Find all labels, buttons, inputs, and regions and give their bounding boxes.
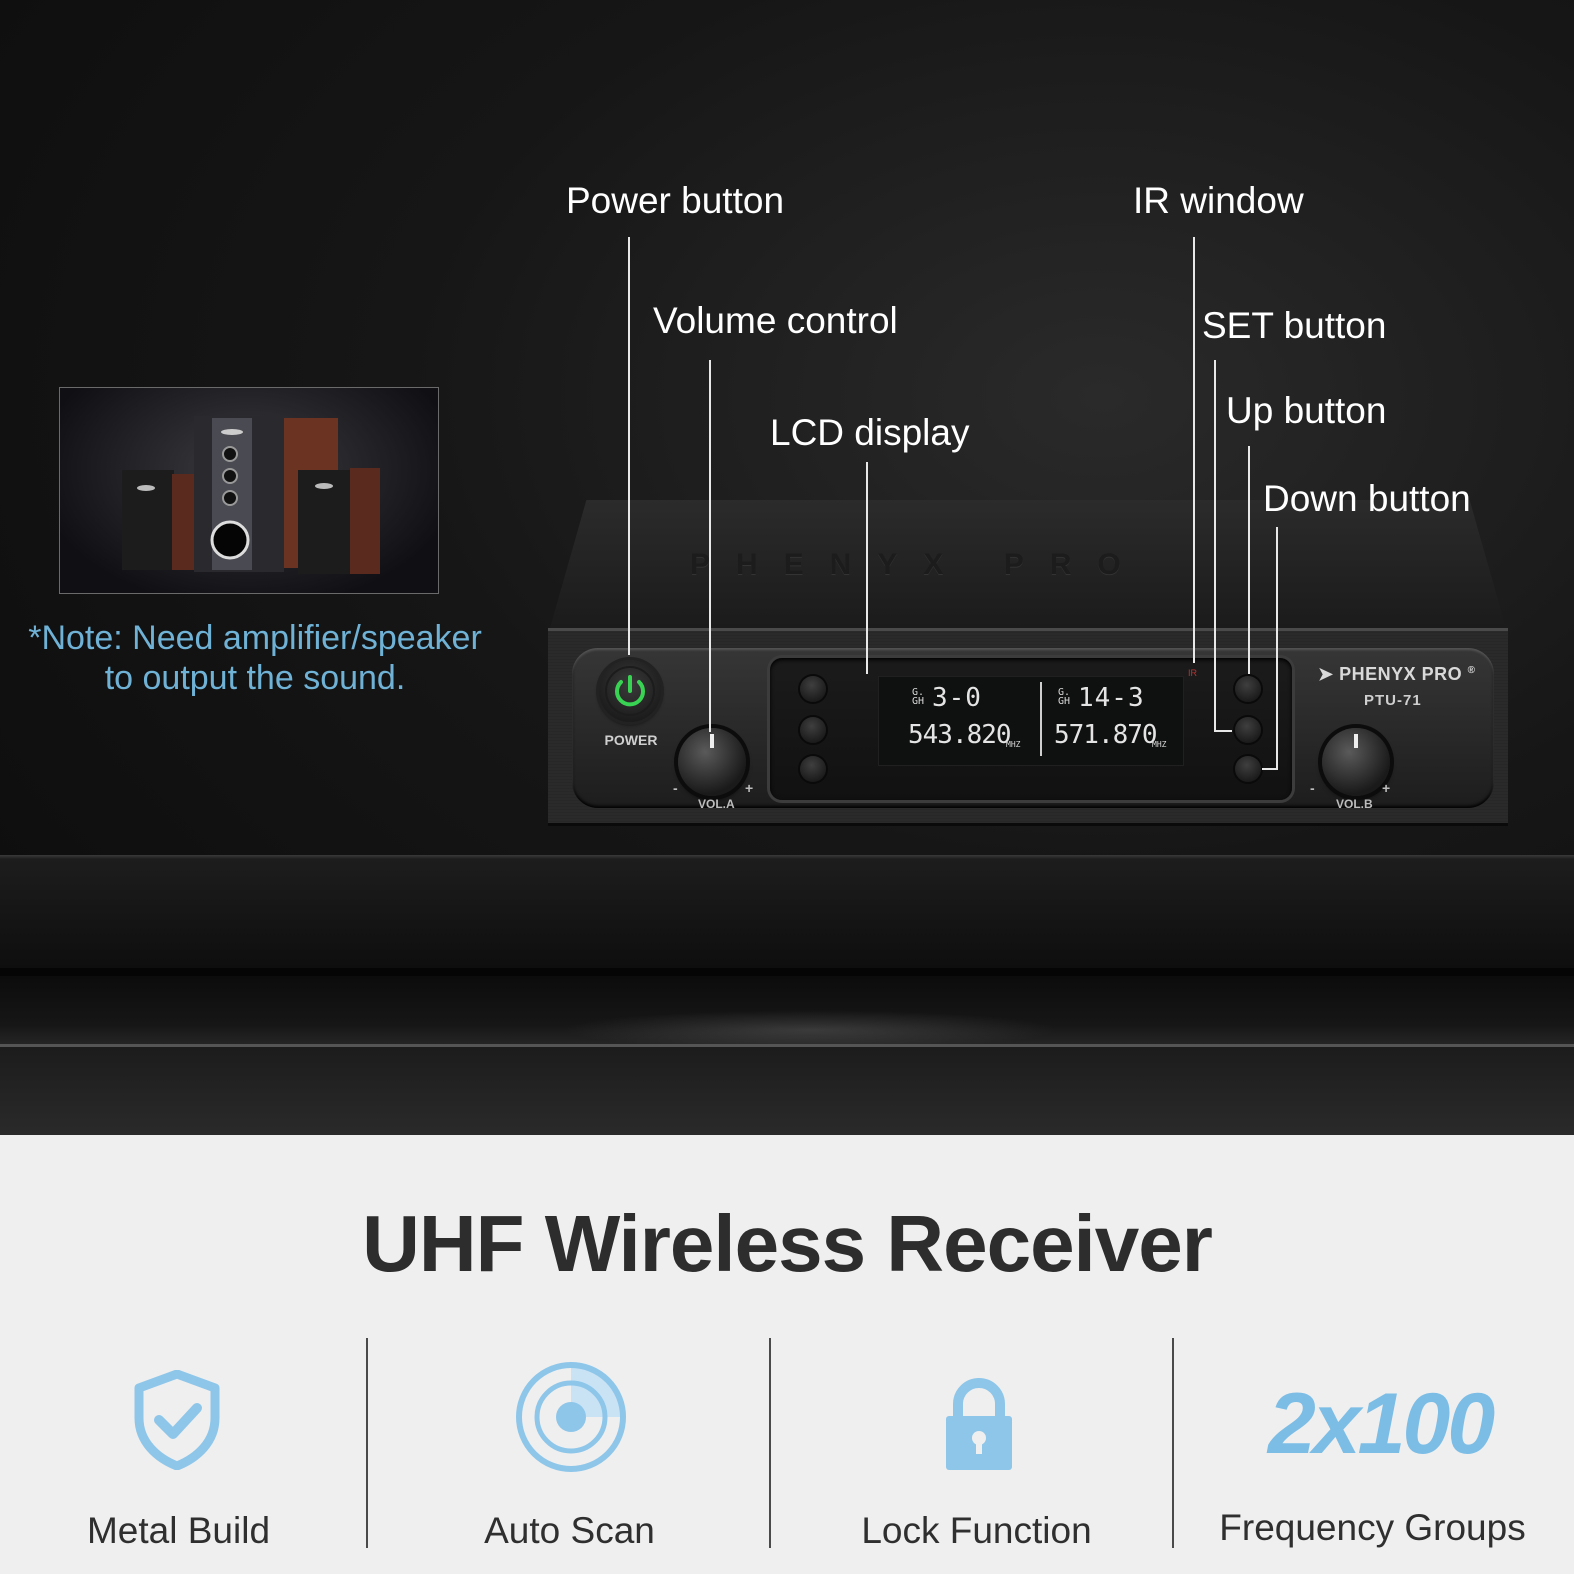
brand-arrow-icon: ➤ xyxy=(1318,664,1334,684)
feature-divider xyxy=(366,1338,368,1548)
up-leader-line xyxy=(1248,446,1250,674)
lcd-a-channel: 3-0 xyxy=(932,683,982,713)
lcd-separator xyxy=(1040,682,1042,756)
volume-leader-line xyxy=(709,360,711,732)
volume-a-knob[interactable] xyxy=(678,728,746,796)
shelf-line xyxy=(0,1044,1574,1047)
volume-a-plus: + xyxy=(745,780,754,796)
registered-mark: ® xyxy=(1467,665,1476,676)
callout-lcd-display: LCD display xyxy=(770,412,970,453)
set-leader-tick xyxy=(1214,730,1232,732)
callout-ir-window: IR window xyxy=(1133,180,1304,221)
ir-window-label: IR xyxy=(1188,668,1197,678)
lower-shelf xyxy=(0,976,1574,1046)
power-leader-line xyxy=(628,237,630,655)
up-button[interactable] xyxy=(1235,717,1261,743)
feature-label-metal-build: Metal Build xyxy=(86,1510,271,1551)
floor xyxy=(0,1047,1574,1135)
speaker-set-illustration xyxy=(122,416,380,574)
callout-power-button: Power button xyxy=(566,180,785,221)
speaker-inset-image xyxy=(59,387,439,594)
callout-set-button: SET button xyxy=(1202,305,1387,346)
volume-b-knob[interactable] xyxy=(1322,728,1390,796)
lcd-b-unit: MHZ xyxy=(1152,740,1167,749)
product-photo: PHENYX PRO POWER - + VOL.A - + VOL.B G.G… xyxy=(0,0,1574,1135)
receiver-top-emboss: PHENYX PRO xyxy=(690,548,1147,581)
lcd-b-channel: 14-3 xyxy=(1078,683,1145,713)
volume-a-minus: - xyxy=(673,780,678,796)
power-button[interactable] xyxy=(599,660,661,722)
volume-b-label: VOL.B xyxy=(1336,797,1373,811)
radar-scan-icon xyxy=(516,1362,626,1472)
speaker-note: *Note: Need amplifier/speaker to output … xyxy=(20,618,490,698)
feature-label-auto-scan: Auto Scan xyxy=(484,1510,655,1551)
frequency-groups-stat: 2x100 xyxy=(1268,1376,1495,1472)
left-button-2[interactable] xyxy=(800,717,826,743)
power-icon xyxy=(605,666,655,716)
volume-a-label: VOL.A xyxy=(698,797,735,811)
lcd-b-frequency: 571.870 xyxy=(1054,720,1158,750)
brand-logo: ➤ PHENYX PRO ® xyxy=(1318,664,1476,685)
volume-b-plus: + xyxy=(1382,780,1391,796)
shelf-reflection xyxy=(560,1010,1060,1050)
ir-leader-line xyxy=(1193,237,1195,663)
note-line-2: to output the sound. xyxy=(104,659,406,697)
shelf-surface xyxy=(0,855,1574,970)
shelf-edge xyxy=(0,968,1574,976)
feature-band xyxy=(0,1135,1574,1574)
down-leader-tick xyxy=(1262,768,1278,770)
lcd-a-group-label: G.GH xyxy=(912,687,925,707)
callout-volume-control: Volume control xyxy=(653,300,898,341)
lcd-a-frequency: 543.820 xyxy=(908,720,1012,750)
down-button[interactable] xyxy=(1235,756,1261,782)
down-leader-line xyxy=(1276,527,1278,770)
left-button-3[interactable] xyxy=(800,756,826,782)
set-button[interactable] xyxy=(1235,676,1261,702)
headline: UHF Wireless Receiver xyxy=(362,1199,1213,1288)
note-line-1: *Note: Need amplifier/speaker xyxy=(28,619,482,657)
model-number: PTU-71 xyxy=(1364,692,1422,709)
power-label: POWER xyxy=(604,732,658,748)
set-leader-line xyxy=(1214,360,1216,732)
lcd-b-group-label: G.GH xyxy=(1058,687,1071,707)
feature-divider xyxy=(1172,1338,1174,1548)
feature-divider xyxy=(769,1338,771,1548)
callout-down-button: Down button xyxy=(1263,478,1471,519)
lcd-display xyxy=(878,676,1184,766)
volume-b-minus: - xyxy=(1310,780,1315,796)
lcd-leader-line xyxy=(866,462,868,674)
feature-label-lock-function: Lock Function xyxy=(861,1510,1092,1551)
receiver-top xyxy=(548,500,1508,635)
callout-up-button: Up button xyxy=(1226,390,1387,431)
lcd-a-unit: MHZ xyxy=(1006,740,1021,749)
left-button-1[interactable] xyxy=(800,676,826,702)
feature-label-frequency-groups: Frequency Groups xyxy=(1219,1507,1526,1548)
padlock-icon xyxy=(946,1378,1012,1470)
shield-check-icon xyxy=(134,1370,220,1470)
brand-name: PHENYX PRO xyxy=(1339,664,1463,684)
